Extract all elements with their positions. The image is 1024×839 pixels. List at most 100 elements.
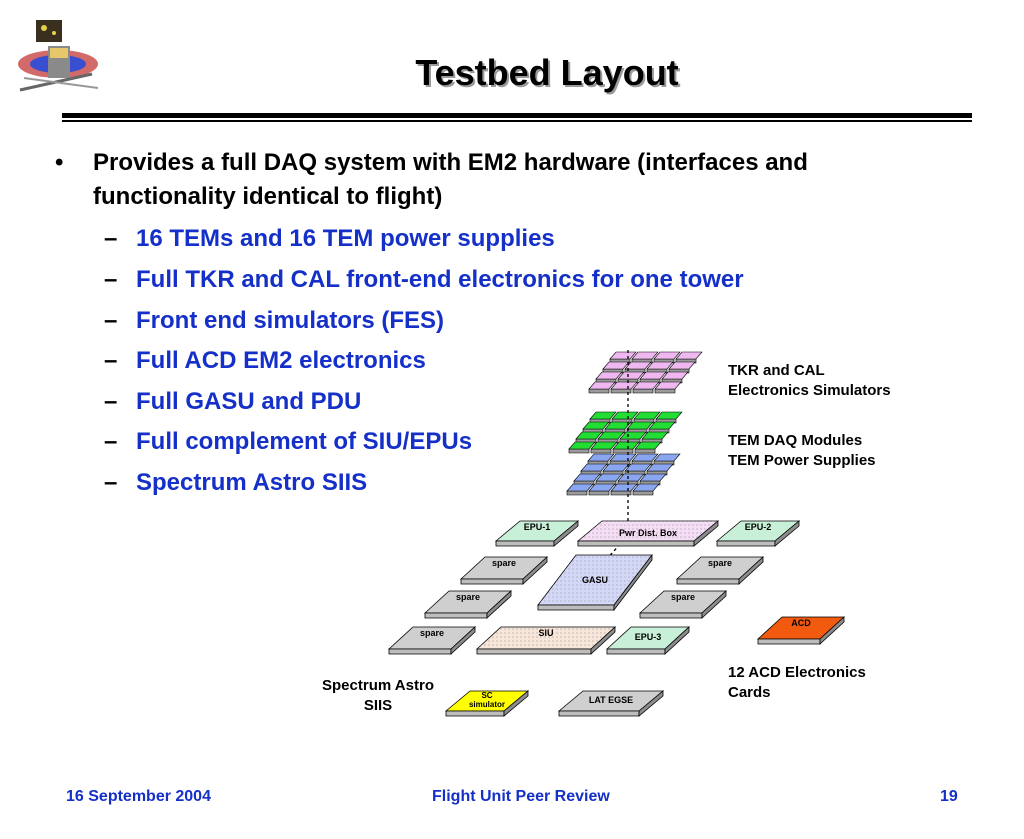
sub-marker: – [104,428,118,455]
sub-item: –Full complement of SIU/EPUs [104,427,472,457]
page-number: 19 [940,788,958,805]
board-tile [624,361,652,374]
epu3-box: EPU-3 [605,626,691,655]
gasu-box: GASU [537,553,653,612]
epu2-box-text: EPU-2 [745,522,772,532]
slide-title: Testbed Layout [415,52,679,93]
gasu-box-text: GASU [582,575,608,585]
board-tile [639,473,667,486]
epu1-box-text: EPU-1 [524,522,551,532]
sub-item: –Full GASU and PDU [104,387,361,417]
lat-egse-box-text: LAT EGSE [589,695,633,705]
board-tile [610,483,638,496]
sub-item-text: 16 TEMs and 16 TEM power supplies [136,225,555,252]
epu1-box: EPU-1 [494,520,580,547]
board-tile [619,431,647,444]
siis-label: Spectrum Astro SIIS [314,676,442,716]
main-bullet: • Provides a full DAQ system with EM2 ha… [55,146,955,214]
board-tile [588,483,616,496]
sub-marker: – [104,266,118,293]
board-tile [632,483,660,496]
spare-box: spare [638,590,728,619]
sub-item-text: Full GASU and PDU [136,388,362,415]
spare-box-text: spare [456,592,480,602]
spare-box: spare [387,626,477,655]
board-tile [661,371,689,384]
epu3-box-text: EPU-3 [635,632,662,642]
spare-box-text: spare [671,592,695,602]
footer-title: Flight Unit Peer Review [432,788,610,805]
sc-simulator-box-text: SC [481,691,492,700]
epu2-box: EPU-2 [715,520,801,547]
sub-item-text: Spectrum Astro SIIS [136,469,368,496]
spare-box: spare [675,556,765,585]
siis-label-line2: SIIS [363,697,393,714]
spare-box: spare [423,590,513,619]
board-tile [582,421,610,434]
board-tile [654,381,682,394]
lat-egse-box: LAT EGSE [557,690,665,717]
board-tile [668,361,696,374]
tem-label-line2: TEM Power Supplies [728,452,876,469]
board-tile [655,411,683,424]
spare-box-text: spare [420,628,444,638]
tkr-cal-label: TKR and CAL Electronics Simulators [728,361,891,401]
board-tile [634,441,662,454]
sub-item-text: Full ACD EM2 electronics [136,347,426,374]
pdu-box: Pwr Dist. Box [576,520,720,547]
board-tile [568,441,596,454]
glast-logo [14,18,106,96]
board-tile [675,351,703,364]
sub-marker: – [104,225,118,252]
sub-item: –Full TKR and CAL front-end electronics … [104,265,744,295]
board-tile [632,381,660,394]
title-rule-thick [62,113,972,118]
board-tile [610,381,638,394]
sub-marker: – [104,347,118,374]
sub-item-text: Full complement of SIU/EPUs [136,428,473,455]
tkr-cal-simulator-layer [588,351,703,394]
acd-label-line1: 12 ACD Electronics [728,664,866,681]
title-rule-thin [62,120,972,122]
sub-item: –Spectrum Astro SIIS [104,468,367,498]
tem-label-line1: TEM DAQ Modules [728,432,863,449]
spare-box-text: spare [492,558,516,568]
board-tile [648,421,676,434]
tower-stack [566,351,703,496]
sub-item: –Front end simulators (FES) [104,306,444,336]
acd-box-text: ACD [791,618,811,628]
footer-date: 16 September 2004 [66,788,211,805]
main-bullet-text: Provides a full DAQ system with EM2 hard… [93,149,808,210]
acd-box: ACD [756,616,846,645]
sub-item-text: Full TKR and CAL front-end electronics f… [136,266,744,293]
siu-box: SIU [475,626,617,655]
tem-daq-layer [568,411,683,454]
board-tile [588,381,616,394]
pdu-box-text: Pwr Dist. Box [619,528,677,538]
spare-box: spare [459,556,549,585]
board-tile [641,431,669,444]
tkr-cal-label-line2: Electronics Simulators [728,382,891,399]
board-tile [653,453,681,466]
siu-box-text: SIU [538,628,553,638]
board-tile [590,441,618,454]
board-tile [566,483,594,496]
tkr-cal-label-line1: TKR and CAL [728,362,825,379]
sc-simulator-box-text: simulator [469,700,505,709]
acd-label-line2: Cards [728,684,771,701]
bullet-marker: • [55,149,64,176]
board-tile [587,453,615,466]
tem-power-layer [566,453,681,496]
board-tile [639,371,667,384]
spare-box-text: spare [708,558,732,568]
sub-item: –Full ACD EM2 electronics [104,346,426,376]
board-tile [646,463,674,476]
sub-item-text: Front end simulators (FES) [136,307,445,334]
sub-item: –16 TEMs and 16 TEM power supplies [104,224,555,254]
tem-label: TEM DAQ Modules TEM Power Supplies [728,431,876,471]
siis-label-line1: Spectrum Astro [322,677,434,694]
sub-marker: – [104,388,118,415]
sub-marker: – [104,469,118,496]
